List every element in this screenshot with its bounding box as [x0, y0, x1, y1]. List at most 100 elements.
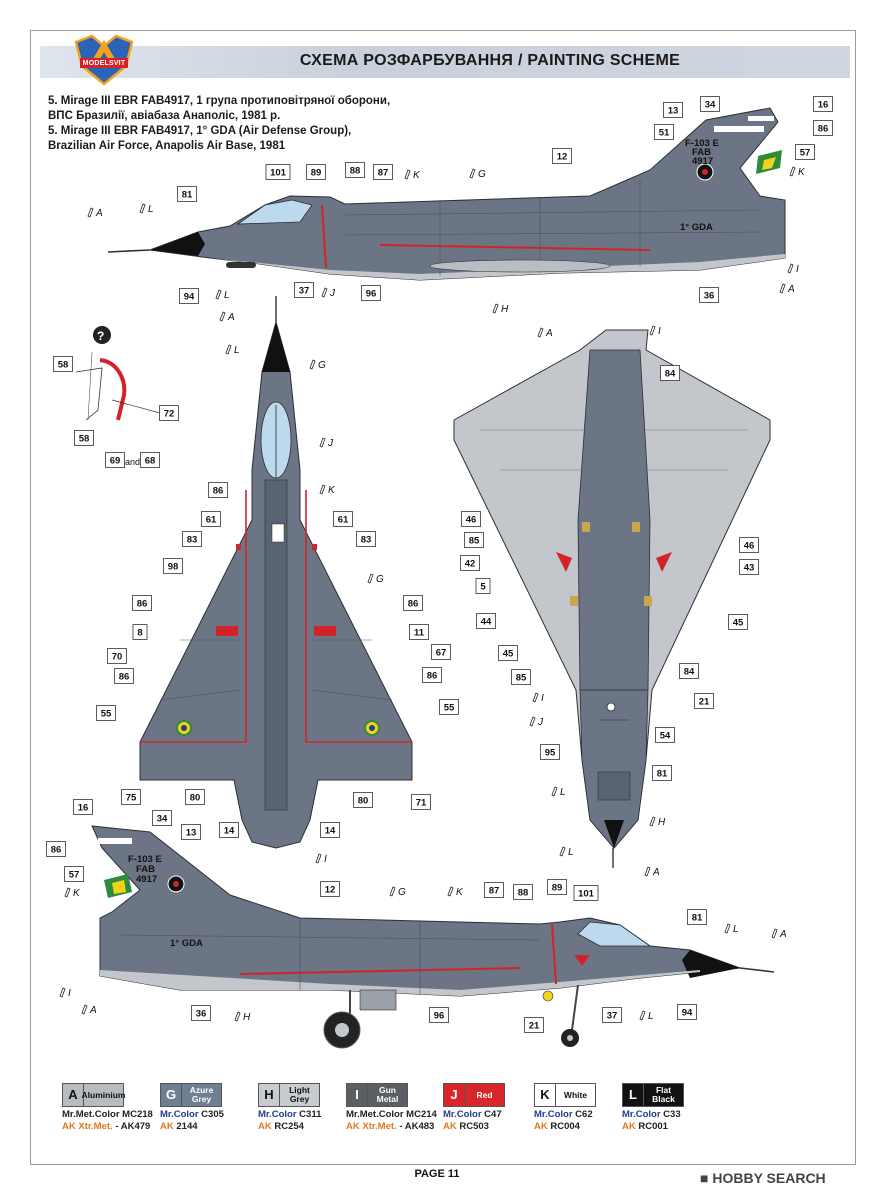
page-title: СХЕМА РОЗФАРБУВАННЯ / PAINTING SCHEME — [299, 52, 681, 69]
callout-box — [132, 595, 152, 611]
callout-number: 46 — [744, 541, 755, 552]
paint-letter: L — [648, 1011, 654, 1022]
callout-box — [107, 648, 127, 664]
callout-box — [73, 799, 93, 815]
paint-tag-g: G — [367, 573, 384, 585]
callout-box — [700, 96, 720, 112]
callout-box — [96, 705, 116, 721]
callout-80: 80 — [353, 792, 373, 808]
callout-number: 57 — [69, 870, 80, 881]
callout-number: 16 — [818, 100, 829, 111]
callout-box — [140, 452, 160, 468]
legend-letter: J — [444, 1084, 465, 1106]
callout-72: 72 — [159, 405, 179, 421]
callout-number: 83 — [361, 535, 372, 546]
callout-94: 94 — [179, 288, 199, 304]
brush-icon — [532, 692, 539, 703]
callout-number: 21 — [699, 697, 710, 708]
paint-letter: I — [68, 988, 71, 999]
brush-icon — [225, 344, 232, 355]
paint-tag-l: L — [215, 289, 230, 301]
legend-letter: A — [63, 1084, 84, 1106]
callout-number: 34 — [157, 814, 168, 825]
paint-tag-i: I — [787, 263, 799, 275]
paint-letter: H — [658, 817, 666, 828]
callout-number: 69 — [110, 456, 121, 467]
tail-code-top-2: FAB — [692, 147, 711, 158]
callout-number: 86 — [818, 124, 829, 135]
legend-paint-line-2: AK Xtr.Met. - AK483 — [346, 1121, 435, 1132]
callout-number: 86 — [137, 599, 148, 610]
callout-number: 58 — [79, 434, 90, 445]
legend-color-name: White — [563, 1089, 588, 1100]
callout-box — [373, 164, 393, 180]
callout-81: 81 — [652, 765, 672, 781]
callout-box — [46, 841, 66, 857]
callout-number: 96 — [366, 289, 377, 300]
brush-icon — [649, 325, 656, 336]
callout-number: 67 — [436, 648, 447, 659]
callout-number: 84 — [665, 369, 676, 380]
paint-letter: K — [413, 170, 421, 181]
brush-icon — [537, 327, 544, 338]
callout-box — [132, 624, 148, 640]
paint-letter: I — [796, 264, 799, 275]
callout-37: 37 — [602, 1007, 622, 1023]
paint-letter: I — [324, 854, 327, 865]
legend-paint-line-1: Mr.Color C33 — [622, 1109, 681, 1120]
callout-box — [163, 558, 183, 574]
brush-icon — [389, 886, 396, 897]
paint-tag-l: L — [639, 1010, 654, 1022]
callout-box — [182, 531, 202, 547]
legend-paint-line-2: AK Xtr.Met. - AK479 — [62, 1121, 151, 1132]
callout-57: 57 — [64, 866, 84, 882]
callout-box — [795, 144, 815, 160]
callout-number: 36 — [196, 1009, 207, 1020]
callout-number: 14 — [325, 826, 336, 837]
brush-icon — [321, 287, 328, 298]
tail-code-bottom-3: 4917 — [136, 874, 157, 885]
callout-number: 96 — [434, 1011, 445, 1022]
callout-box — [191, 1005, 211, 1021]
callout-number: 44 — [481, 617, 492, 628]
callout-number: 13 — [186, 828, 197, 839]
callout-box — [511, 669, 531, 685]
callout-number: 89 — [311, 168, 322, 179]
paint-letter: L — [224, 290, 230, 301]
callout-43: 43 — [739, 559, 759, 575]
callout-box — [306, 164, 326, 180]
callout-box — [484, 882, 504, 898]
callout-71: 71 — [411, 794, 431, 810]
callout-box — [813, 96, 833, 112]
callout-box — [687, 909, 707, 925]
callout-box — [294, 282, 314, 298]
callout-number: 11 — [414, 628, 425, 639]
brush-icon — [319, 484, 326, 495]
paint-letter: G — [398, 887, 406, 898]
paint-letter: I — [658, 326, 661, 337]
paint-letter: J — [327, 438, 334, 449]
callout-34: 34 — [700, 96, 720, 112]
callout-83: 83 — [182, 531, 202, 547]
paint-letter: K — [73, 888, 81, 899]
paint-letter: L — [733, 924, 739, 935]
legend-paint-line-2: AK RC503 — [443, 1121, 489, 1132]
callout-box — [411, 794, 431, 810]
brush-icon — [367, 573, 374, 584]
callout-number: 86 — [119, 672, 130, 683]
callout-number: 55 — [444, 703, 455, 714]
paint-tag-h: H — [492, 303, 509, 315]
brush-icon — [492, 303, 499, 314]
callout-box — [663, 102, 683, 118]
callout-number: 95 — [545, 748, 556, 759]
callout-box — [320, 881, 340, 897]
legend-paint-line-1: Mr.Color C305 — [160, 1109, 224, 1120]
callout-86: 86 — [813, 120, 833, 136]
callout-86: 86 — [403, 595, 423, 611]
callout-21: 21 — [694, 693, 714, 709]
callout-number: 61 — [206, 515, 217, 526]
callout-box — [179, 288, 199, 304]
